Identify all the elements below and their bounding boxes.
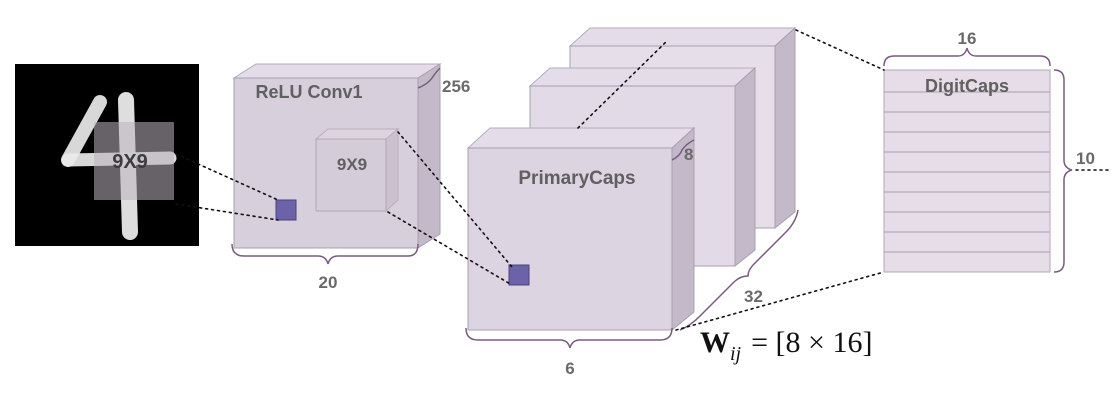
primarycaps-cube-front <box>466 126 696 332</box>
connector-conv1-primary-top <box>397 131 513 268</box>
conv1-depth-brace <box>417 67 441 89</box>
conv1-kernel-top <box>314 128 400 140</box>
primarycaps-count-brace <box>679 209 799 331</box>
conv1-width-brace <box>231 243 419 265</box>
connector-lines <box>175 29 1111 331</box>
conv1-kernel-front <box>315 138 387 212</box>
svg-text:Wij= [8 × 16]: Wij = [8 × 16] <box>700 326 872 365</box>
digitcaps-layer: DigitCaps 16 10 <box>883 29 1095 273</box>
primarycaps-title: PrimaryCaps <box>518 168 635 189</box>
conv1-depth-label: 256 <box>442 77 470 96</box>
digitcaps-width-brace <box>883 47 1051 67</box>
conv1-kernel-label: 9X9 <box>337 155 367 174</box>
conv1-kernel-side <box>385 127 399 213</box>
primarycaps-layer: PrimaryCaps 8 32 6 <box>465 26 799 378</box>
primarycaps-count-label: 32 <box>744 287 763 306</box>
digitcaps-height-label: 10 <box>1076 149 1095 168</box>
connector-input-conv1-top <box>175 153 279 201</box>
conv1-title: ReLU Conv1 <box>255 82 362 102</box>
weight-subscript: ij <box>730 343 742 365</box>
conv1-output-unit <box>275 199 297 221</box>
connector-primary-digitcaps-bottom <box>675 271 885 331</box>
input-kernel-label: 9X9 <box>112 151 148 173</box>
primarycaps-depth-label: 8 <box>684 145 693 164</box>
connector-input-conv1-bottom <box>175 203 279 221</box>
input-receptive-field <box>94 122 174 200</box>
connector-primary-digitcaps-top <box>795 29 885 71</box>
input-image: 9X9 <box>15 64 199 246</box>
primarycaps-capsule-unit <box>508 264 530 286</box>
conv1-top-face <box>232 63 442 79</box>
digitcaps-rows <box>884 91 1050 253</box>
weight-symbol: W <box>700 326 730 359</box>
conv1-layer: ReLU Conv1 9X9 256 20 <box>231 63 470 292</box>
primarycaps-depth-brace <box>671 139 695 161</box>
weight-expression: = [8 × 16] <box>751 326 872 359</box>
digitcaps-title: DigitCaps <box>925 76 1009 96</box>
digitcaps-height-brace <box>1053 69 1073 273</box>
weight-matrix-label: Wij = [8 × 16] <box>700 326 872 365</box>
digitcaps-width-label: 16 <box>958 29 977 48</box>
primarycaps-width-brace <box>465 327 673 349</box>
connector-conv1-primary-bottom <box>387 211 513 286</box>
primarycaps-width-label: 6 <box>565 359 574 378</box>
conv1-side-face <box>417 63 441 249</box>
digitcaps-box <box>883 69 1051 273</box>
conv1-width-label: 20 <box>319 273 338 292</box>
